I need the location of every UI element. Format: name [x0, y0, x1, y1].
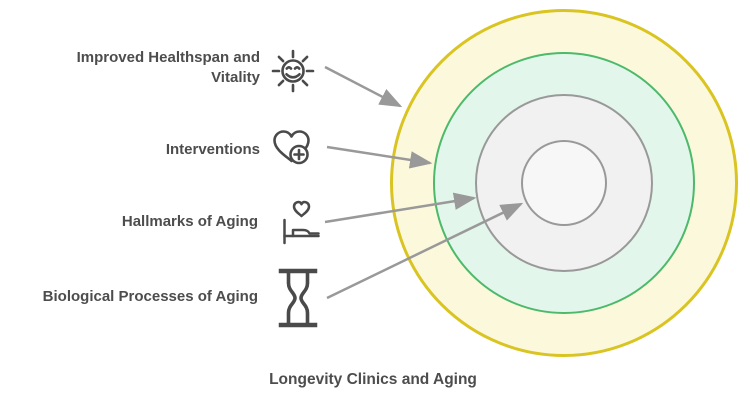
diagram-title: Longevity Clinics and Aging [269, 371, 477, 388]
sun-smile-icon [270, 48, 316, 94]
label-improved-healthspan: Improved Healthspan and Vitality [76, 49, 260, 86]
arrow-improved-healthspan [324, 65, 403, 108]
ring-biological-processes [521, 140, 607, 226]
label-interventions: Interventions [165, 141, 260, 158]
label-hallmarks-of-aging: Hallmarks of Aging [121, 213, 258, 230]
label-biological-processes: Biological Processes of Aging [42, 288, 258, 305]
heart-plus-icon [268, 123, 315, 170]
heart-bed-icon [281, 198, 321, 246]
hourglass-icon [278, 266, 318, 330]
